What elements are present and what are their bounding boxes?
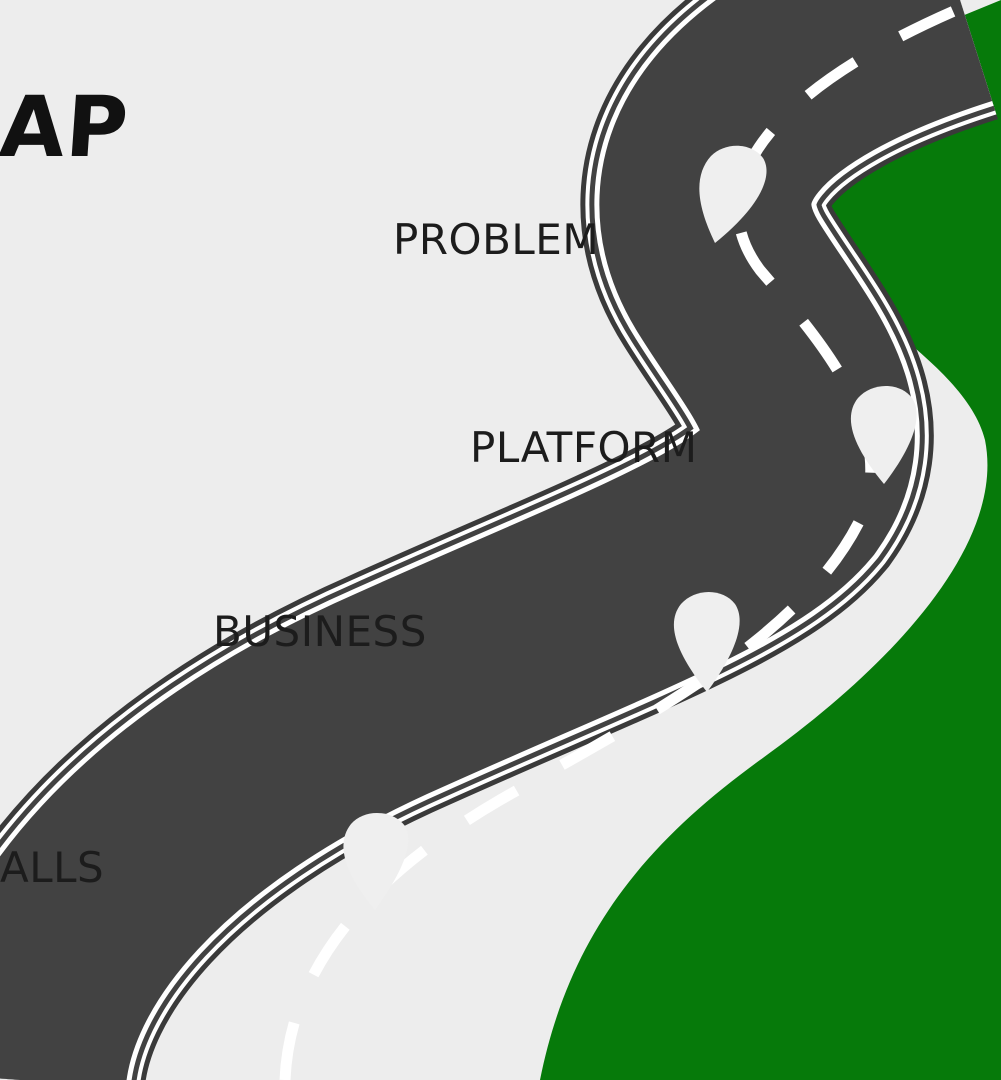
location-pin-icon xyxy=(673,592,740,692)
location-pin-icon xyxy=(850,386,917,484)
milestone-label-problem: PROBLEM xyxy=(393,215,600,264)
location-pin-icon xyxy=(343,812,409,910)
page-title: AP xyxy=(0,78,133,176)
milestone-label-pitfalls: ALLS xyxy=(0,843,105,892)
grass-field xyxy=(540,0,1001,1080)
location-pin-icon xyxy=(699,145,767,244)
milestone-label-platform: PLATFORM xyxy=(470,423,698,472)
milestone-label-business: BUSINESS xyxy=(213,607,427,656)
